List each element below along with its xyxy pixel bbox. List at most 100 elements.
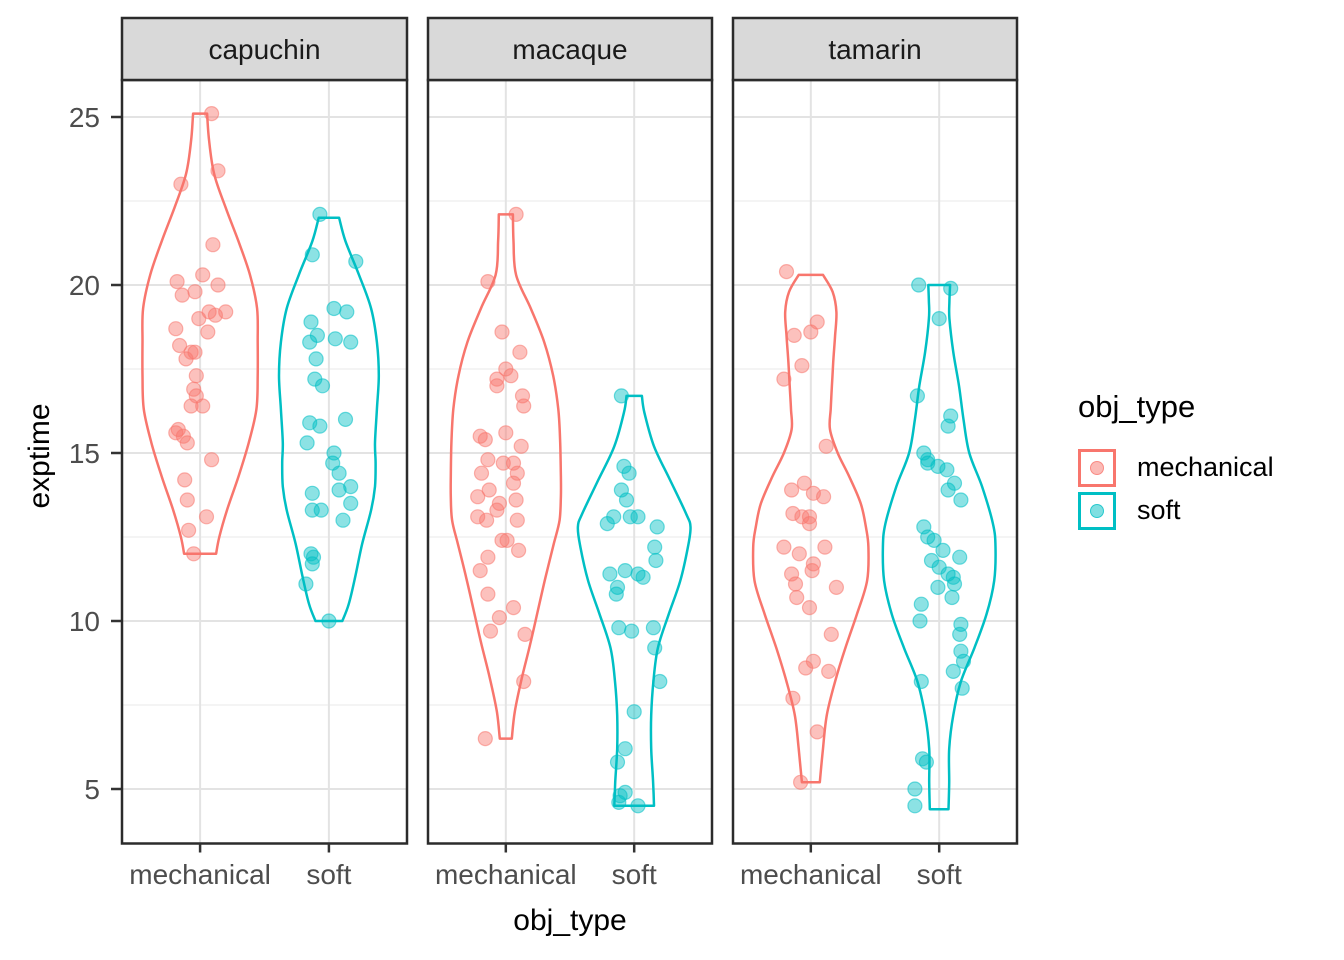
jitter-point-mechanical	[489, 502, 505, 518]
jitter-point-soft	[953, 492, 969, 508]
jitter-point-soft	[609, 754, 626, 770]
jitter-point-mechanical	[169, 274, 185, 290]
jitter-point-soft	[621, 465, 637, 481]
jitter-point-soft	[645, 620, 662, 636]
y-axis-title: exptime	[23, 403, 56, 509]
jitter-point-soft	[304, 485, 320, 501]
jitter-point-soft	[602, 566, 618, 582]
violin-outline-mechanical	[751, 273, 870, 784]
jitter-point-mechanical	[803, 324, 819, 340]
jitter-point-mechanical	[512, 344, 528, 360]
jitter-point-mechanical	[188, 368, 204, 384]
x-tick-label: soft	[306, 859, 351, 890]
jitter-point-soft	[944, 589, 960, 606]
jitter-point-mechanical	[517, 626, 533, 643]
jitter-point-mechanical	[786, 327, 802, 343]
legend-key-mechanical: mechanical	[1078, 446, 1274, 489]
jitter-point-soft	[940, 482, 956, 498]
jitter-point-mechanical	[195, 267, 211, 283]
jitter-point-mechanical	[828, 579, 845, 596]
jitter-point-mechanical	[195, 398, 211, 414]
jitter-point-mechanical	[480, 452, 496, 468]
legend-label: mechanical	[1137, 452, 1274, 482]
y-tick-label: 10	[69, 606, 100, 637]
jitter-point-mechanical	[516, 673, 532, 690]
jitter-point-mechanical	[200, 324, 216, 340]
jitter-point-mechanical	[179, 492, 195, 508]
jitter-point-soft	[308, 351, 324, 367]
jitter-point-mechanical	[503, 368, 519, 384]
jitter-point-mechanical	[186, 546, 202, 562]
jitter-point-soft	[304, 556, 320, 572]
jitter-point-soft	[611, 794, 627, 811]
jitter-point-mechanical	[477, 432, 493, 448]
jitter-point-soft	[302, 334, 318, 350]
jitter-point-mechanical	[168, 425, 184, 441]
jitter-point-soft	[940, 418, 956, 434]
legend-title: obj_type	[1078, 389, 1196, 424]
jitter-point-mechanical	[210, 163, 226, 179]
legend-label: soft	[1137, 495, 1181, 525]
facet-strip	[120, 16, 409, 82]
jitter-point-soft	[952, 626, 968, 643]
jitter-point-mechanical	[783, 482, 800, 498]
jitter-point-mechanical	[499, 532, 515, 549]
jitter-point-mechanical	[513, 438, 529, 454]
jitter-point-soft	[326, 300, 342, 317]
jitter-point-soft	[304, 247, 320, 263]
jitter-point-soft	[312, 418, 328, 434]
jitter-point-soft	[343, 334, 359, 350]
jitter-point-soft	[608, 586, 624, 602]
jitter-point-mechanical	[470, 489, 486, 505]
facet-strip	[426, 16, 714, 82]
jitter-point-mechanical	[191, 311, 207, 327]
jitter-point-mechanical	[183, 398, 199, 414]
jitter-point-soft	[313, 502, 329, 518]
jitter-point-soft	[652, 673, 668, 690]
jitter-point-mechanical	[181, 522, 197, 538]
violin-outline-mechanical	[449, 213, 563, 740]
jitter-point-mechanical	[792, 774, 809, 790]
jitter-point-mechanical	[491, 609, 507, 626]
jitter-point-soft	[635, 569, 651, 585]
jitter-point-mechanical	[794, 358, 810, 374]
jitter-point-soft	[630, 509, 646, 525]
jitter-point-soft	[907, 798, 923, 814]
jitter-point-mechanical	[776, 371, 792, 387]
jitter-point-mechanical	[205, 237, 221, 253]
jitter-point-mechanical	[509, 512, 525, 528]
jitter-point-soft	[647, 539, 663, 555]
legend: obj_type mechanical soft	[1078, 389, 1274, 532]
jitter-point-mechanical	[187, 344, 203, 360]
jitter-point-soft	[599, 515, 615, 532]
jitter-point-mechanical	[187, 284, 203, 300]
jitter-point-mechanical	[480, 274, 496, 290]
jitter-point-mechanical	[494, 324, 510, 340]
jitter-point-mechanical	[473, 465, 490, 481]
jitter-point-mechanical	[489, 378, 505, 394]
jitter-point-soft	[926, 532, 942, 549]
x-axis-title: obj_type	[513, 904, 627, 937]
jitter-point-mechanical	[480, 549, 496, 565]
jitter-point-soft	[343, 479, 359, 495]
legend-key-box	[1078, 448, 1116, 487]
jitter-point-mechanical	[804, 562, 820, 579]
jitter-point-mechanical	[815, 489, 832, 505]
jitter-point-soft	[912, 613, 928, 629]
jitter-point-soft	[954, 680, 970, 696]
jitter-point-mechanical	[480, 586, 496, 602]
jitter-point-soft	[930, 579, 946, 596]
jitter-point-mechanical	[823, 626, 839, 643]
jitter-point-soft	[913, 596, 929, 612]
jitter-point-soft	[314, 378, 331, 394]
x-tick-label: soft	[612, 859, 657, 890]
violin-outline-mechanical	[141, 112, 260, 556]
jitter-point-soft	[930, 458, 946, 474]
x-tick-label: soft	[917, 859, 962, 890]
jitter-point-mechanical	[498, 425, 514, 441]
facet-strip-label: tamarin	[828, 34, 921, 65]
jitter-point-soft	[946, 576, 963, 592]
jitter-point-mechanical	[510, 542, 527, 559]
jitter-point-mechanical	[472, 562, 488, 579]
